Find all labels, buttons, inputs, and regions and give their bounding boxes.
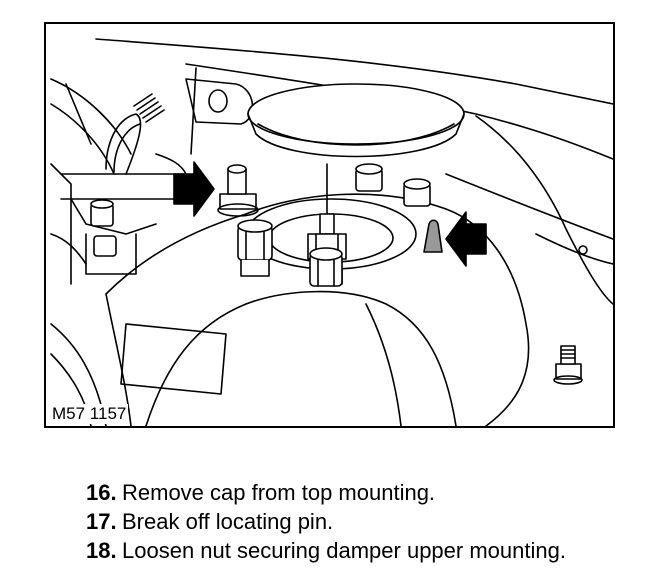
step-16: 16.Remove cap from top mounting. [86, 478, 566, 507]
step-17: 17.Break off locating pin. [86, 507, 566, 536]
step-text: Remove cap from top mounting. [122, 480, 436, 505]
step-number: 16. [86, 480, 117, 505]
illustration-frame: M57 1157 [44, 22, 615, 428]
bolt-icon [553, 345, 583, 385]
mounting-cap [247, 83, 465, 158]
locating-pin [423, 219, 443, 253]
step-number: 18. [86, 538, 117, 563]
figure-reference-code: M57 1157 [52, 404, 129, 424]
arrow-icon [445, 211, 487, 267]
arrow-icon [173, 161, 215, 217]
mounting-bolts [237, 163, 431, 287]
step-text: Loosen nut securing damper upper mountin… [122, 538, 566, 563]
body-panel-lines [50, 38, 613, 305]
step-number: 17. [86, 509, 117, 534]
damper-mounting-illustration [50, 38, 613, 426]
pipe-bracket-assembly [50, 113, 187, 285]
spring-icon [133, 93, 165, 123]
step-18: 18.Loosen nut securing damper upper moun… [86, 536, 566, 565]
instruction-steps: 16.Remove cap from top mounting. 17.Brea… [86, 478, 566, 565]
step-text: Break off locating pin. [122, 509, 334, 534]
panel-hole [185, 78, 254, 125]
bracket-nut [217, 164, 259, 217]
